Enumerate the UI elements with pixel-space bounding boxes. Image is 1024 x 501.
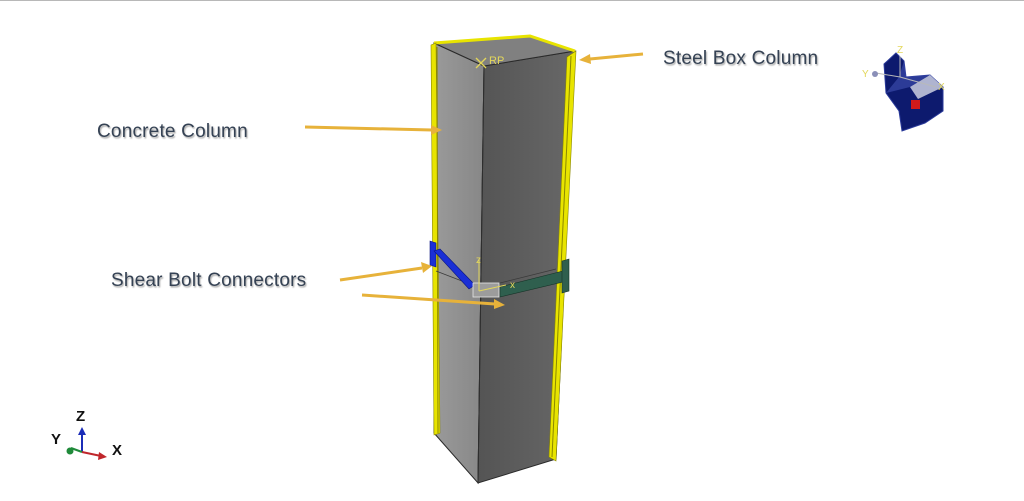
steel-box-column-right-edge-inner [551,55,572,458]
triad-x-label: X [112,442,122,459]
connector-plate-green[interactable] [561,258,570,294]
shear-bolt-arrow-lower [361,293,496,306]
local-axis-x-label: x [510,280,515,291]
connector-plate-blue[interactable] [429,240,437,268]
reference-point-label: RP [489,55,504,67]
steel-box-column-right-plate[interactable] [548,50,577,462]
view-cube-marker-icon [911,100,920,109]
callout-arrows [304,52,644,309]
steel-box-column-top-outline[interactable] [433,34,576,53]
shear-bolt-connectors-label: Shear Bolt Connectors [111,270,307,291]
triad-z-label: Z [76,408,85,425]
view-cube[interactable]: Z X Y [862,45,945,132]
global-axis-triad: Z X Y [51,408,122,460]
steel-box-column-label: Steel Box Column [663,48,819,69]
column-front-corner-edge [477,65,485,484]
concrete-column-arrow [304,125,433,132]
shear-bolt-connectors[interactable] [429,240,570,298]
concrete-column-label: Concrete Column [97,121,248,142]
view-cube-z-label: Z [897,45,903,56]
local-csys-marker: z x [476,255,515,292]
shear-bolt-arrow-upper [339,266,423,282]
steel-box-column-arrow [589,52,644,61]
triad-x-axis [81,451,102,457]
view-cube-y-label: Y [862,69,869,80]
triad-y-label: Y [51,431,61,448]
connector-core-block[interactable] [472,282,500,298]
triad-y-axis [70,447,83,453]
view-cube-x-label: X [938,82,945,93]
local-axis-z-label: z [476,255,481,266]
steel-box-column-left-edge-inner [436,46,439,434]
reference-point-marker[interactable]: RP [475,55,504,69]
